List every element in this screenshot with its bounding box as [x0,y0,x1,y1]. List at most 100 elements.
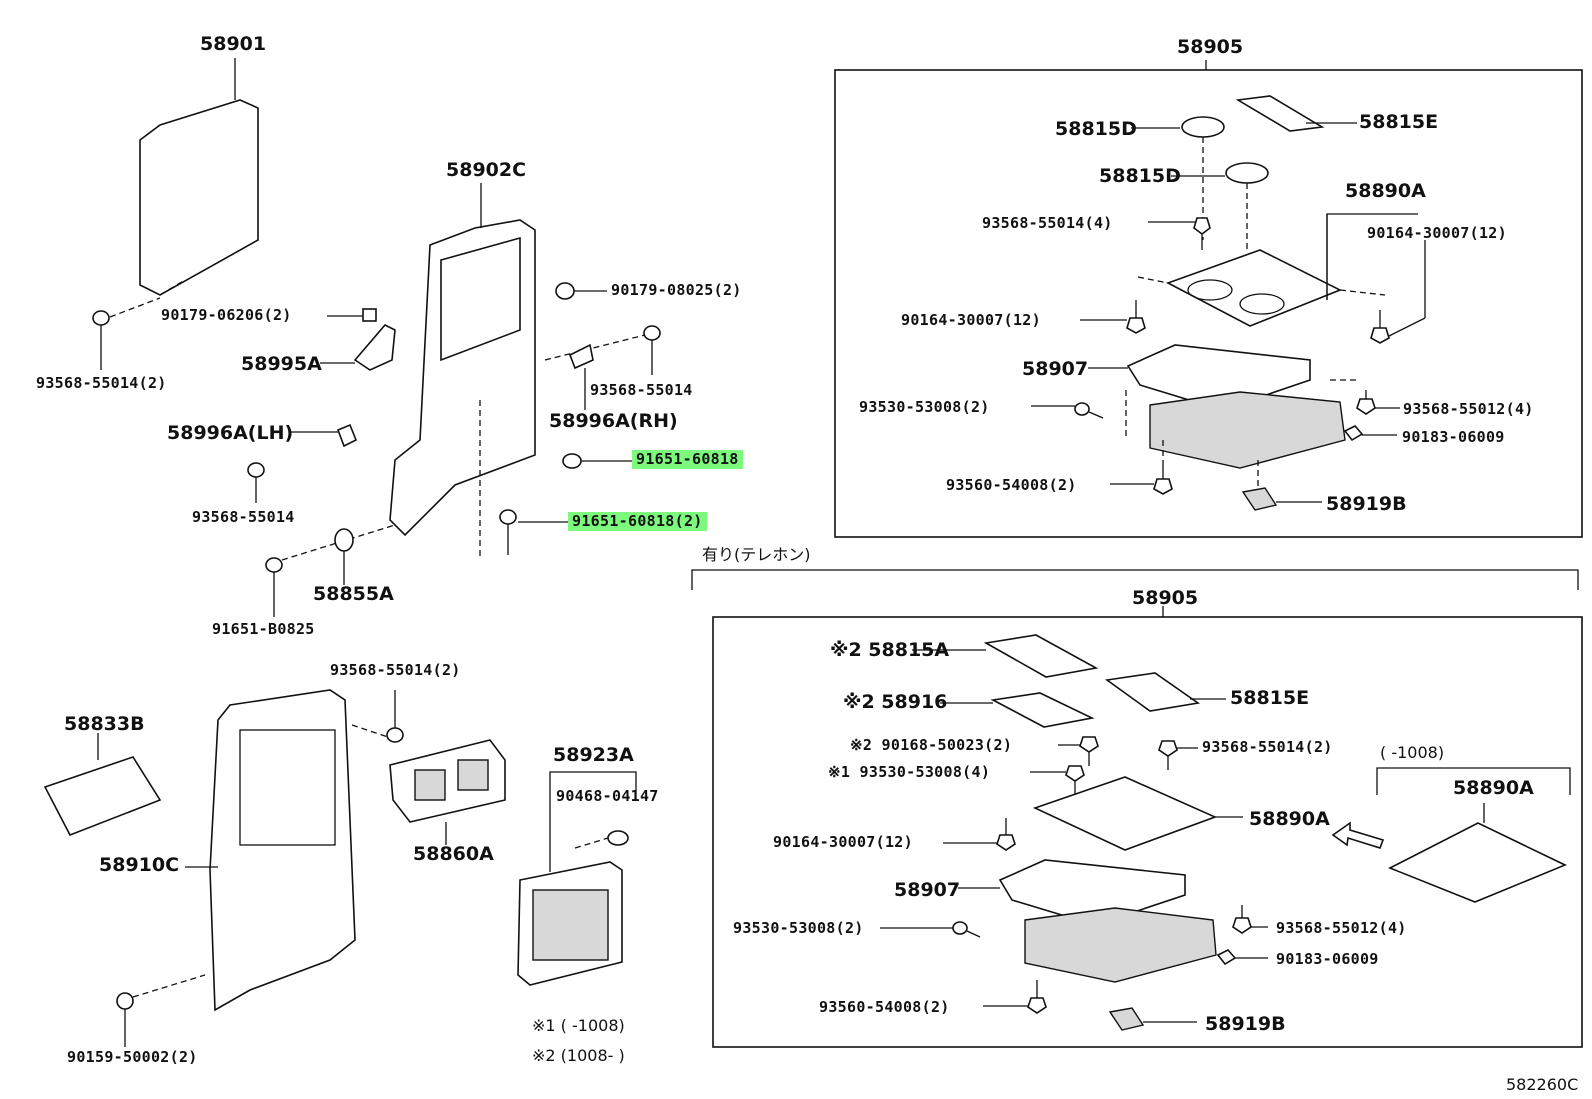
label-58996a-lh[interactable]: 58996A(LH) [167,422,294,444]
screw-icon-4[interactable] [1356,390,1376,415]
label-93530-53008-top[interactable]: 93530-53008(2) [859,398,990,416]
label-58901[interactable]: 58901 [200,33,267,55]
part-58916-plate[interactable] [990,692,1095,728]
label-91651-b0825[interactable]: 91651-B0825 [212,620,315,638]
bolt-icon-6[interactable] [562,453,582,469]
label-58996a-rh[interactable]: 58996A(RH) [549,410,678,432]
clip-icon[interactable] [362,308,377,322]
part-58815a-plate[interactable] [983,634,1099,678]
screw-icon-6[interactable] [1079,736,1099,766]
label-93568-55014-4[interactable]: 93568-55014(4) [982,214,1113,232]
part-58890a-alt[interactable] [1388,822,1567,903]
label-93568-55014-b[interactable]: 93568-55014 [192,508,295,526]
label-91651-60818[interactable]: 91651-60818 [632,450,743,469]
screw-icon-5[interactable] [1153,460,1173,495]
screw-icon-11[interactable] [1027,980,1047,1014]
label-58905-bottom[interactable]: 58905 [1132,587,1199,609]
label-58890a-bottom[interactable]: 58890A [1249,808,1330,830]
screw-icon-3[interactable] [1370,310,1390,344]
part-lid-base-lower[interactable] [1024,907,1217,983]
label-58855a[interactable]: 58855A [313,583,394,605]
bolt-icon[interactable] [1074,402,1104,419]
label-90183-06009-bottom[interactable]: 90183-06009 [1276,950,1379,968]
part-58910c-console[interactable] [209,689,356,1012]
label-58815e-bottom[interactable]: 58815E [1230,687,1310,709]
part-lid-base[interactable] [1149,391,1346,469]
label-93560-54008-top[interactable]: 93560-54008(2) [946,476,1077,494]
label-58995a[interactable]: 58995A [241,353,322,375]
label-90183-06009-top[interactable]: 90183-06009 [1402,428,1505,446]
part-58890a-tray-lower[interactable] [1032,776,1218,851]
part-58815d-disc-2[interactable] [1225,162,1269,184]
label-58860a[interactable]: 58860A [413,843,494,865]
screw-icon[interactable] [1193,217,1211,250]
screw-icon-8[interactable] [1065,765,1085,795]
label-58905-top[interactable]: 58905 [1177,36,1244,58]
label-58815d-1[interactable]: 58815D [1055,118,1137,140]
bolt-icon-2[interactable] [952,921,981,938]
part-58815e-plate[interactable] [1235,95,1325,132]
label-93568-55014[interactable]: 93568-55014 [590,381,693,399]
part-58919b-cap-lower[interactable] [1108,1007,1145,1031]
label-90159-50002[interactable]: 90159-50002(2) [67,1048,198,1066]
label-58815d-2[interactable]: 58815D [1099,165,1181,187]
label-58910c[interactable]: 58910C [99,854,180,876]
part-58901-cover[interactable] [139,99,259,296]
label-93568-55012-bottom[interactable]: 93568-55012(4) [1276,919,1407,937]
label-58916[interactable]: ※2 58916 [843,691,948,713]
label-58919b-top[interactable]: 58919B [1326,493,1407,515]
label-90179-06206[interactable]: 90179-06206(2) [161,306,292,324]
label-93568-55014-2[interactable]: 93568-55014(2) [36,374,167,392]
nut-icon-2[interactable] [1216,949,1237,966]
screw-icon-9[interactable] [996,818,1016,851]
label-58890a-alt[interactable]: 58890A [1453,777,1534,799]
bolt-icon-4[interactable] [643,325,661,375]
label-58815a[interactable]: ※2 58815A [830,639,950,661]
part-58996a-rh-clip[interactable] [568,343,594,370]
part-58995a-bracket[interactable] [353,324,396,371]
label-93568-55012-top[interactable]: 93568-55012(4) [1403,400,1534,418]
part-58855a-ring[interactable] [334,528,354,552]
label-58919b-bottom[interactable]: 58919B [1205,1013,1286,1035]
screw-icon-7[interactable] [1158,740,1178,770]
label-90468-04147[interactable]: 90468-04147 [556,787,659,805]
part-58815d-disc[interactable] [1181,116,1225,138]
part-58833b-panel[interactable] [43,756,162,837]
label-93530-53008-bottom[interactable]: 93530-53008(2) [733,919,864,937]
screw-icon-10[interactable] [1232,905,1252,934]
bolt-icon-5[interactable] [247,462,265,503]
part-58919b-cap[interactable] [1241,487,1278,511]
label-90164-30007-right[interactable]: 90164-30007(12) [1367,224,1507,242]
bolt-icon-8[interactable] [265,557,283,617]
bolt-icon-10[interactable] [116,992,134,1047]
clip-icon-2[interactable] [607,830,629,846]
label-93568-55014-c[interactable]: 93568-55014(2) [330,661,461,679]
label-58833b[interactable]: 58833B [64,713,145,735]
label-90164-30007-left[interactable]: 90164-30007(12) [901,311,1041,329]
label-90168-50023[interactable]: ※2 90168-50023(2) [850,736,1013,754]
part-58890a-tray[interactable] [1166,249,1342,327]
part-58907-bracket-lower[interactable] [998,859,1186,926]
label-93560-54008-bottom[interactable]: 93560-54008(2) [819,998,950,1016]
part-58996a-lh-clip[interactable] [336,423,358,448]
label-58907-top[interactable]: 58907 [1022,358,1089,380]
label-58815e-top[interactable]: 58815E [1359,111,1439,133]
arrow-left-icon [1331,821,1385,849]
nut-icon[interactable] [1343,425,1364,442]
label-90179-08025[interactable]: 90179-08025(2) [611,281,742,299]
label-93530-53008-4[interactable]: ※1 93530-53008(4) [828,763,991,781]
label-93568-55014-bottom[interactable]: 93568-55014(2) [1202,738,1333,756]
bolt-icon-3[interactable] [92,310,110,370]
label-91651-60818-2[interactable]: 91651-60818(2) [568,512,707,531]
screw-icon-2[interactable] [1126,300,1146,334]
nut-icon-3[interactable] [555,282,575,300]
label-58907-bottom[interactable]: 58907 [894,879,961,901]
bolt-icon-7[interactable] [499,509,517,555]
label-58902c[interactable]: 58902C [446,159,527,181]
part-58815e-plate-lower[interactable] [1104,672,1201,712]
label-90164-30007-bottom[interactable]: 90164-30007(12) [773,833,913,851]
label-58923a[interactable]: 58923A [553,744,634,766]
bolt-icon-9[interactable] [386,690,404,743]
label-58890a-top[interactable]: 58890A [1345,180,1426,202]
